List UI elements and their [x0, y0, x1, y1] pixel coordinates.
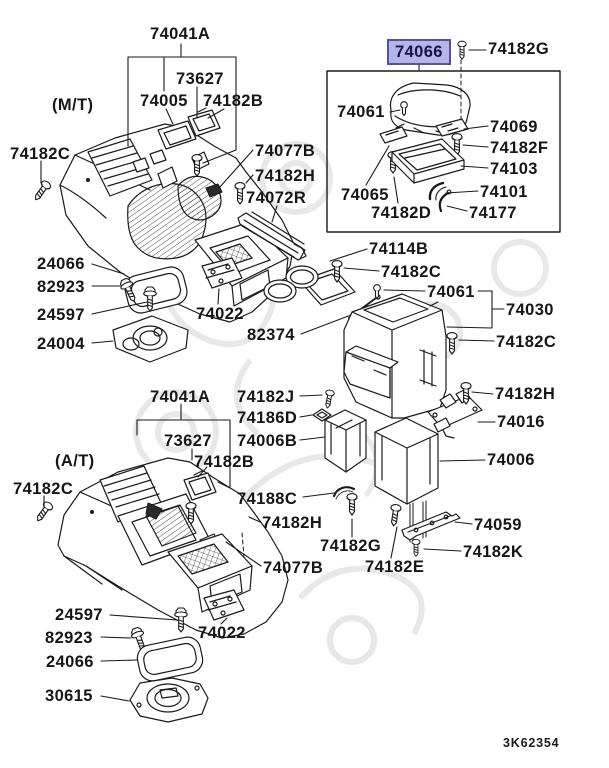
trim-strip-74072r-drawing — [237, 211, 307, 261]
shift-bezel-74182b-drawing — [187, 107, 221, 137]
gasket-24066-lower-drawing — [136, 636, 204, 682]
boot-retainer-30615-drawing — [129, 677, 209, 723]
part-label-74006: 74006 — [487, 451, 535, 469]
part-label-74182d: 74182D — [371, 204, 432, 222]
part-label-24066-lower: 24066 — [46, 653, 94, 671]
part-label-74182c-top-left: 74182C — [10, 145, 71, 163]
screw-74182j-drawing — [322, 388, 336, 410]
clip-74077b-top-drawing — [205, 183, 223, 198]
screw-74182g-top-drawing — [457, 40, 467, 60]
part-label-74059: 74059 — [474, 516, 522, 534]
rail-74059-drawing — [401, 511, 461, 541]
variant-label-mt: (M/T) — [52, 96, 94, 114]
part-label-74188c: 74188C — [237, 490, 298, 508]
background-watermark — [118, 141, 549, 665]
cup-holder-74114b-drawing — [263, 265, 356, 306]
screw-74182g-lower-drawing — [346, 493, 358, 516]
shift-bezel-74005-drawing — [157, 120, 197, 150]
part-label-74022-lower: 74022 — [198, 624, 246, 642]
part-label-74065: 74065 — [341, 186, 389, 204]
part-label-24597-lower: 24597 — [55, 606, 103, 624]
part-label-74103: 74103 — [490, 160, 538, 178]
part-label-74182h-top: 74182H — [255, 167, 316, 185]
part-label-74101: 74101 — [480, 183, 528, 201]
plate-24004-drawing — [112, 315, 189, 363]
part-label-74022-upper: 74022 — [196, 305, 244, 323]
part-label-74182f: 74182F — [490, 139, 549, 157]
part-label-73627-mt: 73627 — [176, 70, 224, 88]
part-label-74030: 74030 — [506, 301, 554, 319]
bin-74006-drawing — [374, 417, 451, 543]
part-label-82923-lower: 82923 — [45, 629, 93, 647]
part-label-74005: 74005 — [140, 92, 188, 110]
part-label-74016: 74016 — [497, 413, 545, 431]
part-label-74177: 74177 — [469, 204, 517, 222]
part-label-74182c-cupholder: 74182C — [381, 263, 442, 281]
part-label-24597-upper: 24597 — [37, 306, 85, 324]
clip-74188c-drawing — [332, 486, 356, 500]
part-label-74182e: 74182E — [365, 558, 425, 576]
part-label-74077b-lower: 74077B — [263, 559, 324, 577]
part-label-74061-rear: 74061 — [427, 283, 475, 301]
part-label-74182k: 74182K — [463, 543, 524, 561]
bin-74006b-drawing — [324, 409, 367, 473]
bracket-74022-upper-drawing — [201, 257, 243, 289]
part-label-74182c-lower-left: 74182C — [13, 480, 74, 498]
part-label-82374: 82374 — [247, 326, 295, 344]
part-label-74114b: 74114B — [369, 240, 429, 258]
part-label-74182b-at: 74182B — [194, 453, 255, 471]
gasket-24066-upper-drawing — [124, 266, 188, 314]
part-label-24066-upper: 24066 — [37, 255, 85, 273]
part-label-74066-highlighted[interactable]: 74066 — [387, 39, 451, 65]
part-label-73627-at: 73627 — [164, 432, 212, 450]
screw-74182e-drawing — [387, 503, 403, 528]
leader-lines-dashed — [241, 59, 462, 557]
part-label-74006b: 74006B — [237, 432, 298, 450]
clip-74186d-drawing — [312, 408, 332, 422]
part-label-74061-box: 74061 — [337, 103, 385, 121]
part-label-30615: 30615 — [45, 687, 93, 705]
armrest-box-outline — [326, 70, 561, 233]
part-label-74041a-mt: 74041A — [150, 25, 211, 43]
bracket-74022-lower-drawing — [203, 589, 245, 621]
part-label-74182c-rear: 74182C — [496, 333, 557, 351]
part-label-74182g-lower: 74182G — [320, 537, 382, 555]
screw-74182k-drawing — [411, 538, 421, 557]
part-label-74182h-lower: 74182H — [262, 514, 323, 532]
variant-label-at: (A/T) — [55, 452, 95, 470]
part-label-74182j: 74182J — [237, 388, 295, 406]
leader-lines — [40, 43, 505, 702]
part-label-24004: 24004 — [37, 335, 85, 353]
latch-74065-drawing — [379, 123, 408, 144]
part-label-74182b-mt: 74182B — [203, 92, 264, 110]
rod-74177-drawing — [438, 189, 452, 213]
tray-74103-drawing — [391, 138, 465, 184]
part-label-74186d: 74186D — [237, 409, 298, 427]
part-label-74182g-top: 74182G — [488, 40, 550, 58]
screw-74182c-top-left-drawing — [30, 178, 53, 204]
part-label-74077b-top: 74077B — [255, 142, 316, 160]
bracket-74101-drawing — [428, 181, 447, 201]
part-label-74069: 74069 — [490, 118, 538, 136]
part-label-74182h-right: 74182H — [495, 385, 556, 403]
part-label-82923-upper: 82923 — [37, 278, 85, 296]
drawing-code: 3K62354 — [503, 736, 560, 750]
part-label-74041a-at: 74041A — [150, 388, 211, 406]
rear-console-74030-drawing — [343, 293, 447, 419]
part-label-74072r: 74072R — [246, 189, 307, 207]
